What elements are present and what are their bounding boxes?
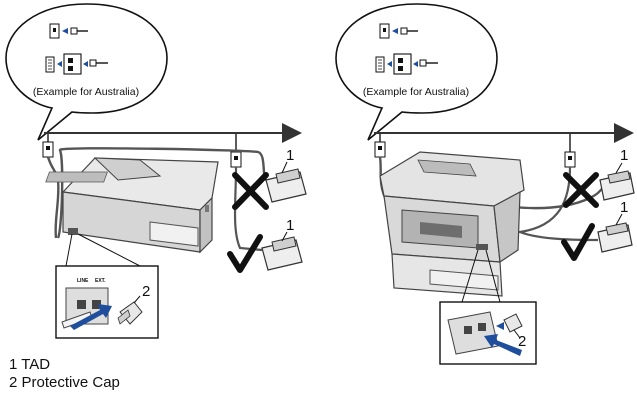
- left-panel: (Example for Australia): [5, 3, 307, 339]
- left-speech-bubble: (Example for Australia): [5, 3, 168, 141]
- right-callout-tad-1: 1: [620, 147, 628, 164]
- right-panel: (Example for Australia): [335, 3, 635, 365]
- adapter-icon-r: [375, 53, 438, 75]
- right-bubble-caption: (Example for Australia): [363, 86, 469, 98]
- right-wall-socket-2: [564, 151, 576, 168]
- phone-plug-icon-r: [400, 27, 418, 35]
- cross-icon: [232, 172, 269, 210]
- right-wall-socket: [374, 141, 386, 158]
- left-callout-cap: 2: [142, 283, 150, 300]
- left-phone-line: [44, 123, 302, 152]
- legend-item-tad: 1 TAD: [9, 356, 51, 373]
- checkmark-icon-r: [561, 223, 595, 261]
- left-tad-ok: 1: [227, 217, 303, 273]
- insert-arrow-icon: [70, 304, 112, 330]
- right-inset: 2: [439, 301, 537, 365]
- left-tad-crossed: 1: [232, 147, 307, 210]
- right-tad-ok: 1: [561, 199, 633, 261]
- adapter-icon: [45, 53, 108, 75]
- left-bubble-caption: (Example for Australia): [33, 86, 139, 98]
- left-callout-tad-1b: 1: [286, 217, 294, 234]
- left-wall-socket: [42, 141, 54, 158]
- left-cable: [46, 156, 60, 239]
- left-callout-tad-1: 1: [286, 147, 294, 164]
- right-callout-tad-1b: 1: [620, 199, 628, 216]
- right-tad-crossed: 1: [563, 147, 635, 208]
- right-speech-bubble: (Example for Australia): [335, 3, 498, 141]
- left-printer: [45, 157, 219, 254]
- port-line-label: LINE: [77, 278, 89, 284]
- cross-icon-r: [563, 172, 599, 208]
- small-blue-arrow-icon: [496, 322, 504, 330]
- left-wall-socket-2: [230, 151, 242, 168]
- blue-arrow-icon: [62, 28, 68, 34]
- protective-cap-icon-r: [496, 313, 523, 333]
- right-phone-line: [374, 123, 634, 152]
- wall-socket-icon-r: [379, 23, 390, 39]
- left-inset: LINE EXT. 2: [55, 265, 159, 339]
- right-callout-cap: 2: [518, 333, 526, 350]
- right-printer: [379, 151, 525, 297]
- blue-arrow-icon-r: [392, 28, 398, 34]
- protective-cap-icon: [117, 301, 143, 325]
- port-ext-label: EXT.: [95, 278, 106, 284]
- insert-arrow-icon-r: [484, 334, 522, 356]
- legend: 1 TAD 2 Protective Cap: [9, 356, 120, 392]
- right-cable-3: [515, 166, 599, 242]
- wall-socket-icon: [49, 23, 60, 39]
- phone-plug-icon: [70, 27, 88, 35]
- checkmark-icon: [227, 234, 263, 273]
- left-cable-2: [56, 147, 268, 239]
- legend-item-protective-cap: 2 Protective Cap: [9, 374, 120, 391]
